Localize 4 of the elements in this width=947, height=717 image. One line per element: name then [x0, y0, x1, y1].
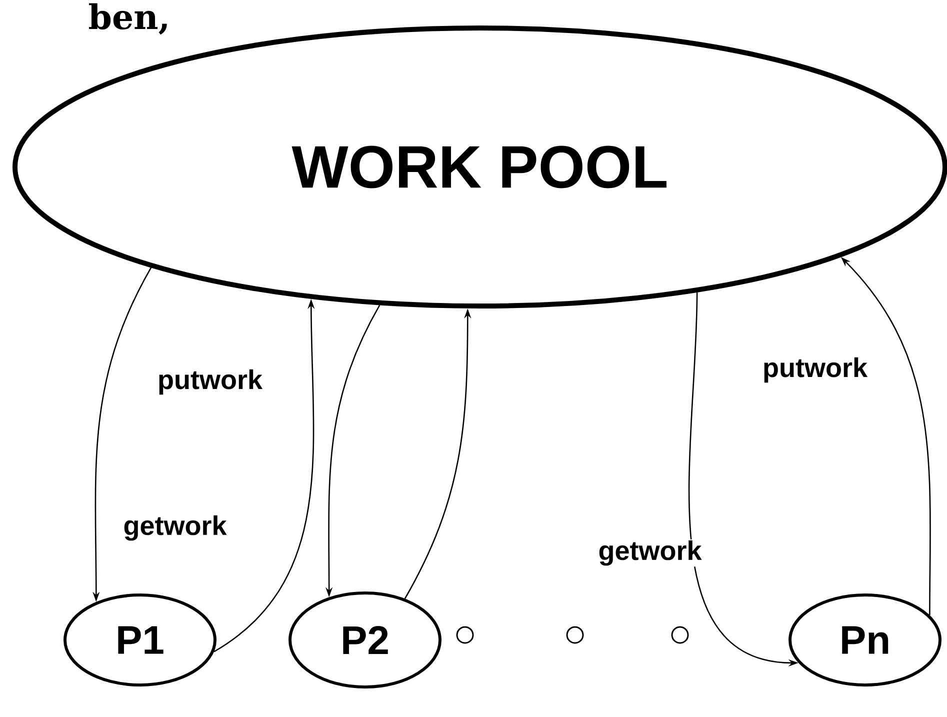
edge-label: getwork: [599, 540, 702, 566]
edge-label: getwork: [124, 515, 227, 541]
edge-label: putwork: [159, 369, 263, 395]
edge-label: putwork: [764, 357, 868, 383]
